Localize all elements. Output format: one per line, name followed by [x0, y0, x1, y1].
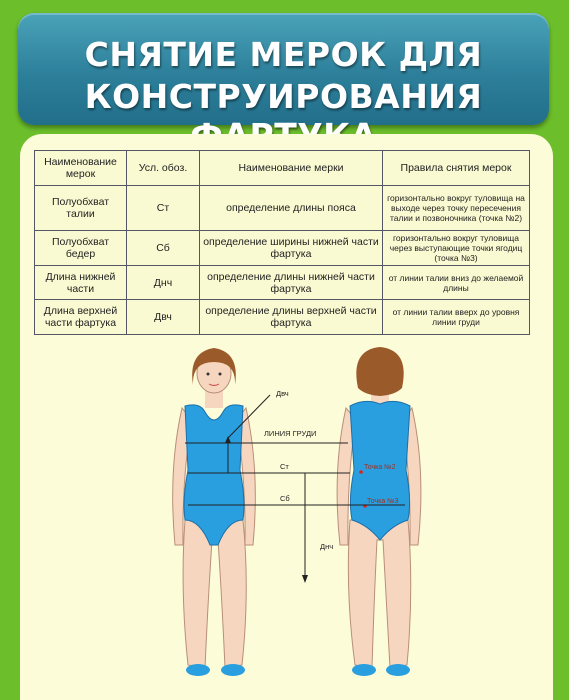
cell-code: Днч	[126, 265, 200, 300]
cell-desc: определение длины нижней части фартука	[199, 265, 383, 300]
label-sb: Сб	[280, 494, 290, 503]
table-header-row: Наименование мерок Усл. обоз. Наименован…	[34, 150, 530, 186]
cell-name: Длина верхней части фартука	[34, 299, 127, 335]
dvch-arrow	[225, 436, 231, 443]
label-dnch: Днч	[320, 542, 333, 551]
table-row: Полуобхват талии Ст определение длины по…	[34, 185, 530, 231]
back-figure	[336, 347, 422, 676]
table-row: Полуобхват бедер Сб определение ширины н…	[34, 230, 530, 266]
title-line-1: СНЯТИЕ МЕРОК ДЛЯ	[84, 35, 483, 74]
header-rule: Правила снятия мерок	[382, 150, 530, 186]
cell-name: Полуобхват бедер	[34, 230, 127, 266]
title-banner: СНЯТИЕ МЕРОК ДЛЯ КОНСТРУИРОВАНИЯ ФАРТУКА	[18, 13, 549, 155]
cell-desc: определение длины пояса	[199, 185, 383, 231]
cell-rule: горизонтально вокруг туловища через выст…	[382, 230, 530, 266]
cell-code: Двч	[126, 299, 200, 335]
label-dvch: Двч	[276, 389, 289, 398]
front-hair	[192, 348, 236, 385]
label-chest-line: ЛИНИЯ ГРУДИ	[264, 429, 316, 438]
table-row: Длина верхней части фартука Двч определе…	[34, 299, 530, 335]
cell-rule: от линии талии вверх до уровня линии гру…	[382, 299, 530, 335]
table-row: Длина нижней части Днч определение длины…	[34, 265, 530, 300]
measurements-table: Наименование мерок Усл. обоз. Наименован…	[34, 150, 530, 335]
front-left-shoe	[186, 664, 210, 676]
dvch-leader	[227, 394, 271, 439]
label-st: Ст	[280, 462, 289, 471]
front-right-shoe	[221, 664, 245, 676]
cell-name: Полуобхват талии	[34, 185, 127, 231]
back-legs	[347, 519, 412, 669]
cell-desc: определение длины верхней части фартука	[199, 299, 383, 335]
label-point-2: Точка №2	[364, 464, 396, 471]
back-hair	[356, 347, 404, 396]
front-neck	[205, 390, 223, 408]
label-point-3: Точка №3	[367, 498, 399, 505]
cell-name: Длина нижней части	[34, 265, 127, 300]
header-name: Наименование мерок	[34, 150, 127, 186]
cell-desc: определение ширины нижней части фартука	[199, 230, 383, 266]
front-figure	[172, 348, 256, 676]
point-2-marker	[359, 470, 363, 474]
cell-rule: от линии талии вниз до желаемой длины	[382, 265, 530, 300]
dnch-arrow	[302, 575, 308, 583]
